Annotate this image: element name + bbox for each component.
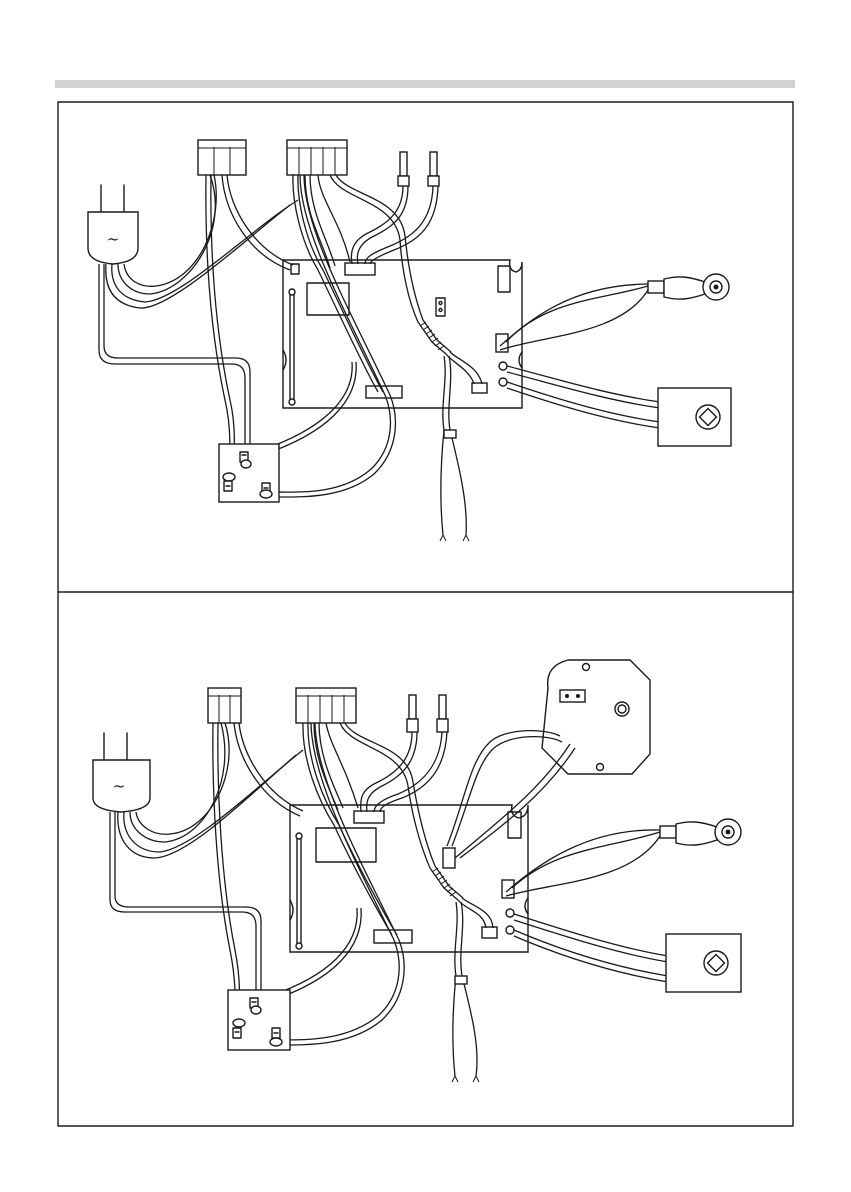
wire-ferrules: [398, 152, 439, 186]
ferrule-wires-2: [361, 732, 447, 812]
small-circuit-board: [219, 444, 279, 502]
camera-module: [542, 660, 650, 774]
small-circuit-board-2: [228, 990, 290, 1050]
wiring-diagram-bottom: ~: [93, 660, 741, 1082]
main-circuit-board: [283, 260, 522, 408]
mains-plug: ~: [88, 185, 138, 264]
speaker-module-2: [514, 914, 741, 992]
ac-symbol-2: ~: [113, 777, 126, 795]
connector-plug: [500, 274, 729, 350]
terminal-block-3-2: [208, 688, 241, 723]
wire-ferrules-2: [407, 695, 448, 732]
connector-plug-2: [506, 819, 741, 896]
terminal-block-3: [198, 140, 246, 175]
terminal-block-5: [287, 140, 347, 175]
header-bar: [55, 80, 795, 88]
mains-plug-2: ~: [93, 733, 150, 812]
ac-symbol: ~: [107, 230, 120, 248]
speaker-module: [507, 366, 731, 446]
wiring-diagram-top: ~: [88, 140, 731, 541]
terminal-block-5-2: [296, 688, 356, 723]
